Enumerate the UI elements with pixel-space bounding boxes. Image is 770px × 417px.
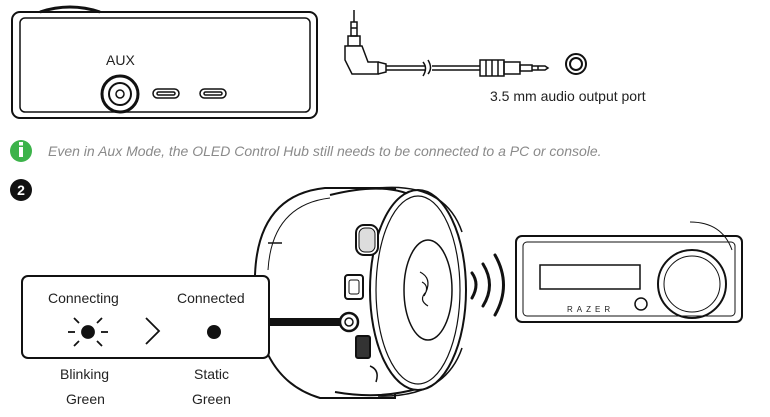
- blinking-led-icon: [68, 317, 108, 347]
- usb-c-port-icon: [199, 88, 227, 99]
- blinking-label: Blinking: [60, 366, 110, 382]
- info-icon: [10, 140, 32, 162]
- aux-port-icon: [100, 74, 140, 114]
- static-led-icon: [207, 325, 221, 339]
- headset-earcup: [254, 186, 467, 399]
- control-hub-rear: [11, 5, 318, 119]
- chevron-right-icon: [145, 317, 161, 345]
- step-number: 2: [17, 182, 25, 198]
- usb-c-port-icon: [152, 88, 180, 99]
- static-green-label: Green: [192, 391, 231, 407]
- aux-cable-connection: [268, 311, 360, 333]
- connecting-label: Connecting: [48, 290, 119, 306]
- wireless-signal-icon: [470, 253, 505, 317]
- status-panel: [21, 275, 270, 359]
- control-hub-front: [515, 221, 743, 323]
- audio-cable-icon: [344, 10, 550, 77]
- note-text: Even in Aux Mode, the OLED Control Hub s…: [48, 143, 602, 159]
- port-caption: 3.5 mm audio output port: [490, 88, 646, 104]
- aux-port-label: AUX: [106, 52, 135, 68]
- blinking-green-label: Green: [66, 391, 105, 407]
- static-label: Static: [194, 366, 230, 382]
- brand-logo: RAZER: [567, 305, 615, 314]
- step-badge: [10, 179, 32, 201]
- output-port-icon: [565, 53, 587, 75]
- connected-label: Connected: [177, 290, 245, 306]
